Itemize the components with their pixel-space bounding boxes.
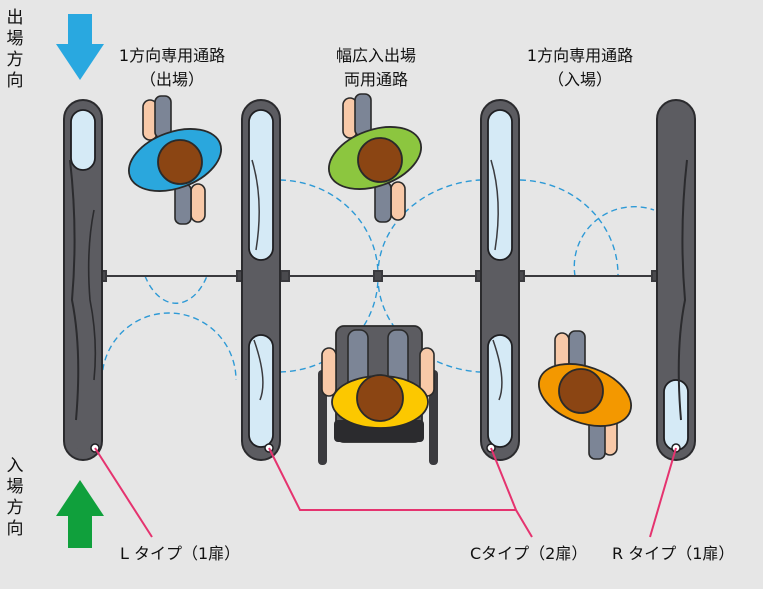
- lane-entry-label: 1方向専用通路 （入場）: [500, 44, 660, 92]
- entry-direction-label: 入場方向: [6, 456, 24, 539]
- entry-direction-arrow: [56, 480, 104, 548]
- exit-direction-label: 出場方向: [6, 8, 24, 91]
- wheelchair-user: [318, 325, 438, 465]
- leader-lines: [90, 443, 681, 538]
- gate-cabinet-r: [656, 99, 696, 461]
- type-c-label: Cタイプ（2扉）: [470, 544, 588, 563]
- gate-rods: [97, 270, 661, 282]
- gate-cabinet-l: [63, 99, 103, 461]
- person-entry-orange: [537, 330, 633, 460]
- person-exit-green: [327, 93, 423, 223]
- lane-entry-line2: （入場）: [547, 70, 612, 89]
- lane-exit-line1: 1方向専用通路: [118, 46, 226, 65]
- lane-wide-label: 幅広入出場 両用通路: [296, 44, 456, 92]
- lane-entry-line1: 1方向専用通路: [526, 46, 634, 65]
- gate-cabinet-c2: [480, 99, 520, 461]
- lane-wide-line1: 幅広入出場: [335, 46, 416, 65]
- type-l-label: L タイプ（1扉）: [120, 544, 241, 563]
- lane-exit-label: 1方向専用通路 （出場）: [92, 44, 252, 92]
- lane-exit-line2: （出場）: [139, 70, 204, 89]
- lane-wide-line2: 両用通路: [343, 70, 408, 89]
- exit-direction-arrow: [56, 14, 104, 80]
- person-exit-blue: [127, 95, 223, 225]
- type-r-label: R タイプ（1扉）: [612, 544, 735, 563]
- gate-cabinet-c1: [241, 99, 281, 461]
